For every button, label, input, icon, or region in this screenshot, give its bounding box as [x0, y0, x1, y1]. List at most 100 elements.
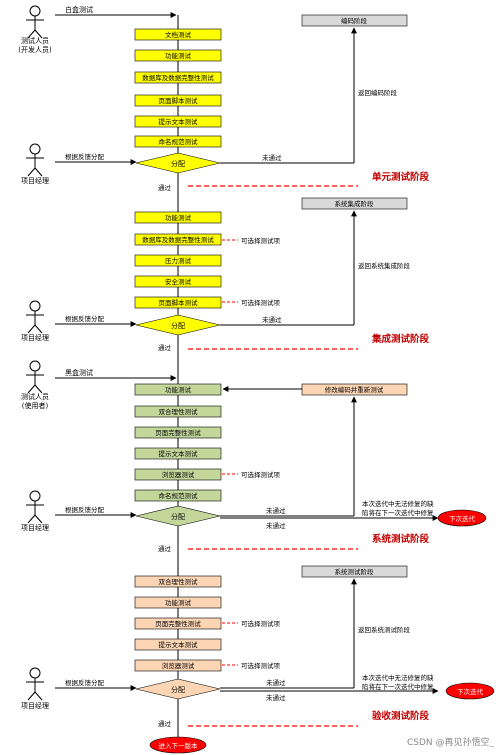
start-label-blackbox: 黑盒测试	[65, 368, 93, 377]
stage1-box-label: 命名规范测试	[159, 137, 199, 146]
stage4-box-5	[134, 659, 222, 672]
stage4-box-3	[134, 617, 222, 630]
stage-title: 系统测试阶段	[372, 533, 430, 545]
stage3-box-label: 双合理性测试	[159, 407, 199, 416]
decision-label: 分配	[171, 685, 185, 694]
stage1-box-3	[134, 71, 222, 84]
stage4-box-2	[134, 596, 222, 609]
stage3-box-1	[134, 383, 222, 396]
fail-label: 未通过	[266, 693, 286, 702]
fail-label: 未通过	[266, 506, 286, 515]
stage3-box-5	[134, 468, 222, 481]
next-iteration-node	[437, 509, 487, 527]
stage2-box-4	[134, 275, 222, 288]
stage1-box-label: 提示文本测试	[159, 117, 199, 126]
stage1-box-label: 文档测试	[165, 30, 192, 39]
next-iteration-label: 下次迭代	[449, 514, 476, 523]
stage3-box-label: 提示文本测试	[159, 449, 199, 458]
code-stage-box	[301, 14, 408, 27]
watermark: CSDN @再见孙悟空_	[407, 736, 495, 748]
code-stage-label: 编码阶段	[341, 16, 368, 25]
defer-note-line1: 本次迭代中无法修复的缺	[362, 499, 434, 508]
stage4-box-1	[134, 575, 222, 588]
fix-and-retest-label: 修改编码并重新测试	[325, 385, 384, 394]
actor-label: 测试人员	[21, 392, 49, 401]
stage2-box-label: 页面脚本测试	[159, 298, 199, 307]
stage1-box-5	[134, 115, 222, 128]
decision-diamond	[135, 314, 221, 336]
defer-note-line1: 本次迭代中无法修复的缺	[362, 673, 434, 682]
stage-title: 验收测试阶段	[372, 710, 430, 722]
integration-stage-box	[301, 197, 408, 210]
pass-label: 通过	[158, 343, 172, 352]
decision-label: 分配	[171, 321, 185, 330]
defer-note-line2: 陷将在下一次迭代中修复	[362, 508, 434, 517]
stage2-box-label: 功能测试	[165, 213, 192, 222]
stage2-box-label: 压力测试	[165, 256, 192, 265]
stage4-box-label: 浏览器测试	[162, 661, 195, 670]
decision-label: 分配	[171, 512, 185, 521]
actor-tester-user: 测试人员 (使用者)	[21, 360, 49, 410]
optional-label: 可选择测试项	[241, 298, 281, 307]
stage3-box-6	[134, 489, 222, 502]
stage1-box-4	[134, 94, 222, 107]
optional-label: 可选择测试项	[241, 661, 281, 670]
actor-label: 测试人员	[21, 36, 49, 45]
next-iteration-node	[445, 682, 495, 700]
decision-diamond	[135, 152, 221, 174]
stage2-box-1	[134, 211, 222, 224]
return-code-label: 返回编码阶段	[358, 88, 398, 97]
stage1-box-2	[134, 49, 222, 62]
stage3-box-2	[134, 405, 222, 418]
stage2-box-3	[134, 254, 222, 267]
stage1-box-6	[134, 135, 222, 148]
stage1-box-label: 页面脚本测试	[159, 96, 199, 105]
stage2-box-label: 数据库及数据完整性测试	[142, 235, 214, 244]
stage2-box-5	[134, 296, 222, 309]
optional-label: 可选择测试项	[241, 470, 281, 479]
stage3-box-label: 页面完整性测试	[155, 428, 201, 437]
actor-tester-developer: 测试人员 (开发人员)	[18, 5, 52, 54]
actor-label: 项目经理	[21, 701, 49, 710]
defer-note-line2: 陷将在下一次迭代中修复	[362, 682, 434, 691]
actor-project-manager-1: 项目经理	[21, 143, 49, 185]
fail-label: 未通过	[262, 315, 282, 324]
return-integration-label: 返回系统集成阶段	[358, 261, 411, 270]
actor-project-manager-3: 项目经理	[21, 490, 49, 532]
fail-label: 未通过	[266, 678, 286, 687]
stage3-box-label: 浏览器测试	[162, 470, 195, 479]
stage4-boxes: 双合理性测试 功能测试 页面完整性测试 提示文本测试 浏览器测试	[134, 575, 222, 672]
feedback-label: 根据反馈分配	[65, 152, 105, 161]
actor-project-manager-4: 项目经理	[21, 667, 49, 710]
feedback-label: 根据反馈分配	[65, 314, 105, 323]
stage-title: 集成测试阶段	[371, 333, 430, 345]
feedback-label: 根据反馈分配	[65, 678, 105, 687]
integration-stage-label: 系统集成阶段	[335, 199, 375, 208]
fail-label: 未通过	[262, 153, 282, 162]
stage3-box-label: 命名规范测试	[159, 491, 199, 500]
decision-diamond	[135, 678, 221, 700]
release-node	[149, 736, 207, 754]
start-label-whitebox: 白盒测试	[65, 5, 93, 14]
stage3-box-4	[134, 447, 222, 460]
actor-label: 项目经理	[21, 523, 49, 532]
actor-project-manager-2: 项目经理	[21, 300, 49, 342]
optional-label: 可选择测试项	[241, 619, 281, 628]
stage1-box-label: 数据库及数据完整性测试	[142, 73, 214, 82]
decision-diamond	[135, 505, 221, 527]
pass-label: 通过	[158, 544, 172, 553]
next-iteration-label: 下次迭代	[457, 687, 484, 696]
system-test-stage-label: 系统测试阶段	[335, 567, 375, 576]
stage1-box-1	[134, 28, 222, 41]
actor-sublabel: (使用者)	[22, 401, 49, 410]
stage4-box-4	[134, 638, 222, 651]
stage1-box-label: 功能测试	[165, 51, 192, 60]
stage3-box-3	[134, 426, 222, 439]
stage4-box-label: 功能测试	[165, 598, 192, 607]
decision-label: 分配	[171, 159, 185, 168]
optional-label: 可选择测试项	[241, 236, 281, 245]
pass-label: 通过	[158, 719, 172, 728]
stage4-box-label: 提示文本测试	[159, 640, 199, 649]
stage2-box-label: 安全测试	[165, 277, 192, 286]
